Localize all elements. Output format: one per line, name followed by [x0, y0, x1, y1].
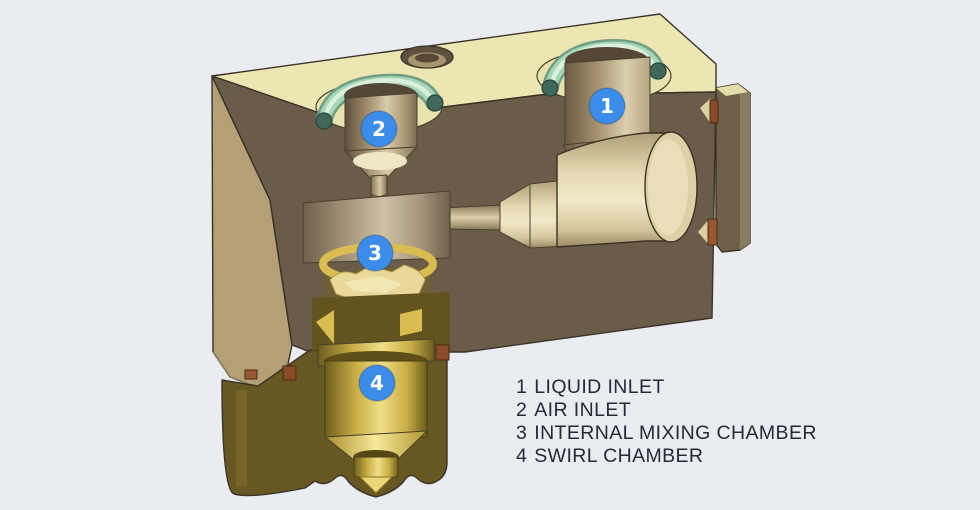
- passage-cap-inner: [648, 139, 688, 235]
- legend-label-1: LIQUID INLET: [534, 376, 665, 398]
- oring-air-cut-end-right: [426, 94, 444, 112]
- callout-number-4: 4: [370, 371, 384, 395]
- legend-line-4: 4 SWIRL CHAMBER: [516, 445, 703, 467]
- mixing-chamber-pin: [370, 174, 388, 197]
- insert-gold-wedge-left: [316, 310, 334, 344]
- insert-gold-pocket-right: [400, 309, 422, 336]
- flange-oring-seal-bottom: [707, 218, 718, 246]
- legend-number-2: 2: [516, 399, 527, 421]
- mixing-chamber-wall: [302, 190, 451, 264]
- orifice-exit-cone: [358, 476, 394, 494]
- legend-number-1: 1: [516, 376, 527, 398]
- air-cone-floor: [353, 152, 407, 170]
- flange-notch-top: [700, 98, 711, 124]
- callout-circle-3: [356, 234, 394, 272]
- legend-number-4: 4: [516, 445, 527, 467]
- flange-oring-seal-top: [709, 99, 719, 124]
- callout-number-3: 3: [368, 241, 382, 265]
- oring-air-cut-end-left: [315, 112, 333, 130]
- orifice-bushing: [353, 456, 399, 478]
- legend-label-4: SWIRL CHAMBER: [534, 445, 703, 467]
- legend-line-1: 1 LIQUID INLET: [516, 376, 665, 398]
- nozzle-shell-sheen: [236, 390, 247, 486]
- callout-number-2: 2: [372, 117, 386, 141]
- top-face-hole-bottom: [415, 53, 439, 63]
- callout-circle-2: [360, 110, 398, 148]
- callout-circle-1: [588, 87, 626, 125]
- flange-notch-bottom: [698, 218, 710, 246]
- nozzle-seal-far-left: [244, 369, 258, 380]
- callout-markers: 1 2 3 4: [356, 87, 626, 402]
- legend-line-2: 2 AIR INLET: [516, 399, 631, 421]
- right-flange-side: [740, 86, 750, 250]
- legend: 1 LIQUID INLET 2 AIR INLET 3 INTERNAL MIXIN…: [516, 376, 817, 467]
- right-flange-top: [716, 84, 748, 96]
- oring-liquid-highlight: [549, 43, 657, 85]
- legend-number-3: 3: [516, 422, 527, 444]
- legend-line-3: 3 INTERNAL MIXING CHAMBER: [516, 422, 817, 444]
- passage-rod: [442, 204, 501, 231]
- legend-label-2: AIR INLET: [534, 399, 631, 421]
- nozzle-seal-left: [282, 365, 297, 381]
- oring-air-highlight: [323, 78, 434, 117]
- insert-mid-section: [312, 292, 450, 350]
- oring-liquid-cut-end-right: [649, 62, 667, 80]
- oring-liquid-cut-end-left: [541, 79, 559, 97]
- legend-label-3: INTERNAL MIXING CHAMBER: [534, 422, 817, 444]
- insert-torn-highlight: [344, 276, 402, 293]
- callout-circle-4: [358, 364, 396, 402]
- callout-number-1: 1: [600, 94, 614, 118]
- nozzle-seal-right: [435, 344, 450, 361]
